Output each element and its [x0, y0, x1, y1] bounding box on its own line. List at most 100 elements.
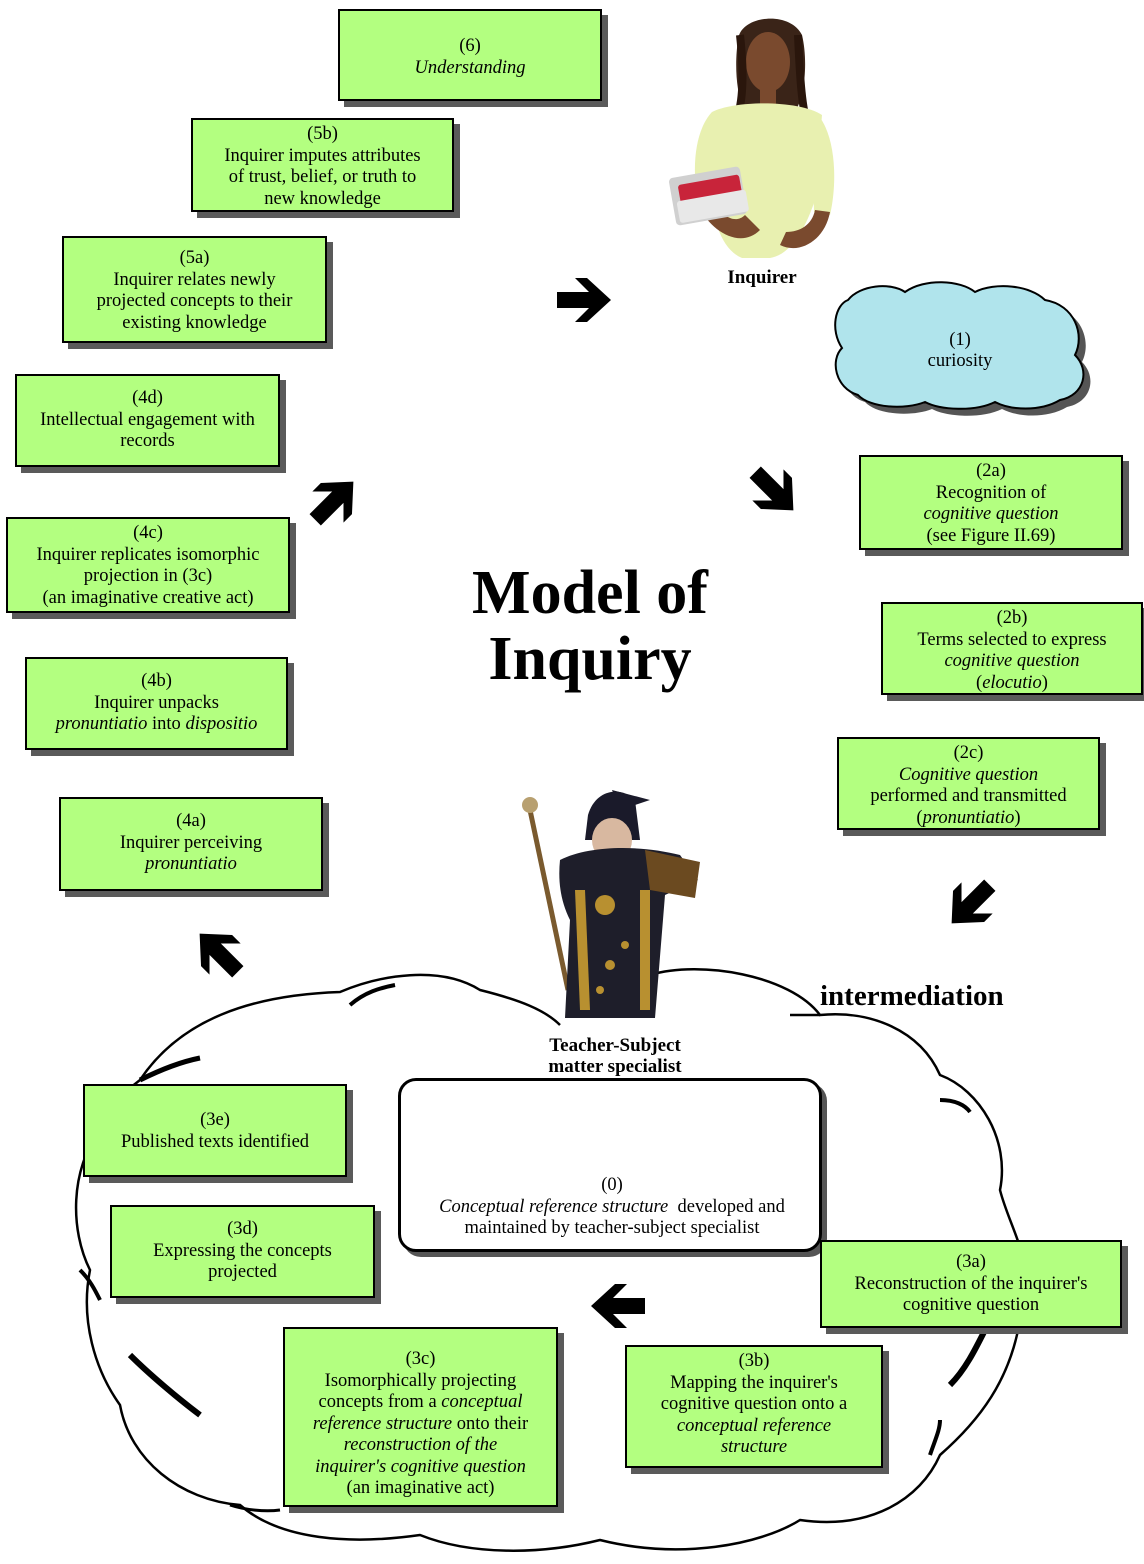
box-text: (: [976, 672, 983, 693]
box-text-italic: Cognitive question: [898, 764, 1039, 785]
box-3d: (3d) Expressing the concepts projected: [110, 1205, 375, 1298]
box-3e: (3e) Published texts identified: [83, 1084, 347, 1177]
box-number: (3c): [405, 1349, 436, 1369]
box-text: onto their: [452, 1413, 529, 1434]
teacher-wizard-icon: [522, 790, 700, 1018]
arrow-down-right-icon: [749, 466, 794, 511]
box-text: existing knowledge: [122, 312, 267, 333]
crs-caption-italic: Conceptual reference structure: [439, 1196, 669, 1217]
box-number: (2b): [996, 608, 1028, 628]
box-number: (2c): [953, 743, 984, 763]
crs-number: (0): [601, 1175, 623, 1195]
box-text: concepts from a: [318, 1392, 442, 1412]
arrow-down-left-icon: [951, 879, 996, 924]
box-text-italic: dispositio: [185, 714, 258, 734]
box-text: projection in (3c): [83, 566, 213, 586]
box-5b: (5b) Inquirer imputes attributes of trus…: [191, 118, 454, 212]
teacher-label-line-2: matter specialist: [548, 1056, 682, 1077]
box-2a: (2a) Recognition of cognitive question (…: [859, 455, 1123, 550]
flow-arrows: [199, 278, 996, 1328]
box-text: Inquirer imputes attributes: [224, 145, 421, 166]
teacher-label: Teacher-Subject matter specialist: [500, 1035, 730, 1077]
box-4d: (4d) Intellectual engagement with record…: [15, 374, 280, 467]
curiosity-cloud-shape: [834, 281, 1091, 416]
box-text: Published texts identified: [120, 1131, 310, 1152]
box-text: projected concepts to their: [96, 291, 293, 311]
box-text: Understanding: [414, 57, 526, 78]
box-number: (4d): [132, 388, 163, 408]
box-number: (4a): [176, 811, 206, 831]
title-line-2: Inquiry: [488, 625, 692, 693]
box-text: new knowledge: [264, 188, 381, 209]
box-text: Inquirer relates newly: [113, 269, 276, 290]
conceptual-reference-structure-box: [398, 1078, 822, 1252]
box-text: projected: [208, 1262, 277, 1282]
diagram-title: Model of Inquiry: [430, 560, 750, 692]
box-text: Isomorphically projecting: [324, 1370, 517, 1391]
box-text: Reconstruction of the inquirer's: [854, 1273, 1088, 1294]
box-text: records: [120, 431, 175, 451]
box-text: performed and transmitted: [870, 786, 1067, 806]
arrow-left-icon: [591, 1284, 645, 1328]
teacher-label-line-1: Teacher-Subject: [549, 1035, 681, 1056]
box-text: into: [147, 714, 186, 734]
box-text: Mapping the inquirer's: [670, 1372, 838, 1393]
box-number: (3b): [738, 1351, 770, 1371]
box-text: Intellectual engagement with: [40, 409, 255, 430]
cloud-text: curiosity: [927, 351, 993, 371]
box-text: of trust, belief, or truth to: [228, 167, 417, 187]
box-number: (4b): [141, 671, 172, 691]
box-5a: (5a) Inquirer relates newly projected co…: [62, 236, 327, 343]
box-text: (: [916, 807, 923, 828]
crs-caption-rest: developed and: [668, 1196, 785, 1217]
box-4c: (4c) Inquirer replicates isomorphic proj…: [6, 517, 290, 613]
box-number: (4c): [133, 523, 163, 543]
box-text-italic: conceptual reference: [676, 1415, 832, 1436]
box-text: (see Figure II.69): [926, 525, 1056, 546]
cloud-number: (1): [949, 330, 971, 350]
box-3c: (3c) Isomorphically projecting concepts …: [283, 1327, 558, 1507]
box-text-italic: pronuntiatio: [145, 854, 237, 874]
box-text: ): [1014, 807, 1021, 828]
crs-caption-line-2: maintained by teacher-subject specialist: [464, 1218, 760, 1238]
curiosity-cloud: (1) curiosity: [860, 330, 1060, 372]
box-text: cognitive question: [902, 1295, 1040, 1315]
box-number: (3a): [956, 1252, 986, 1272]
box-number: (3d): [227, 1219, 258, 1239]
box-6-understanding: (6) Understanding: [338, 9, 602, 101]
box-text-italic: structure: [720, 1437, 788, 1457]
box-text: Recognition of: [935, 482, 1047, 503]
box-text: Inquirer unpacks: [94, 692, 219, 713]
intermediation-cloud: [74, 968, 1028, 1552]
box-2c: (2c) Cognitive question performed and tr…: [837, 737, 1100, 830]
box-text: Expressing the concepts: [153, 1240, 332, 1261]
intermediation-label: intermediation: [820, 980, 1004, 1012]
box-text-italic: pronuntiatio: [922, 807, 1015, 828]
box-text: cognitive question onto a: [660, 1394, 848, 1414]
arrow-right-icon: [557, 278, 611, 322]
box-3b: (3b) Mapping the inquirer's cognitive qu…: [625, 1345, 883, 1468]
inquirer-label: Inquirer: [727, 267, 797, 288]
box-text-italic: inquirer's cognitive question: [315, 1456, 526, 1477]
crs-caption: (0) Conceptual reference structure devel…: [400, 1175, 824, 1240]
box-text-italic: pronuntiatio: [55, 714, 148, 734]
box-text: (an imaginative act): [346, 1478, 495, 1498]
box-number: (6): [459, 36, 481, 56]
box-text: Terms selected to express: [917, 629, 1107, 650]
arrow-up-right-icon: [309, 481, 354, 526]
box-text-italic: elocutio: [982, 672, 1042, 693]
title-line-1: Model of: [472, 559, 708, 627]
box-text-italic: cognitive question: [944, 651, 1080, 671]
box-text-italic: conceptual: [441, 1392, 523, 1412]
arrow-up-left-icon: [199, 933, 244, 978]
box-text: Inquirer perceiving: [119, 832, 263, 853]
box-text-italic: reconstruction of the: [343, 1435, 498, 1455]
box-number: (5a): [179, 248, 210, 268]
box-text-italic: cognitive question: [923, 504, 1059, 524]
box-number: (5b): [307, 124, 338, 144]
box-text: ): [1041, 672, 1048, 693]
box-text: Inquirer replicates isomorphic: [36, 544, 260, 565]
box-number: (3e): [200, 1110, 230, 1130]
box-text-italic: reference structure: [312, 1413, 453, 1434]
box-text: (an imaginative creative act): [42, 587, 254, 608]
